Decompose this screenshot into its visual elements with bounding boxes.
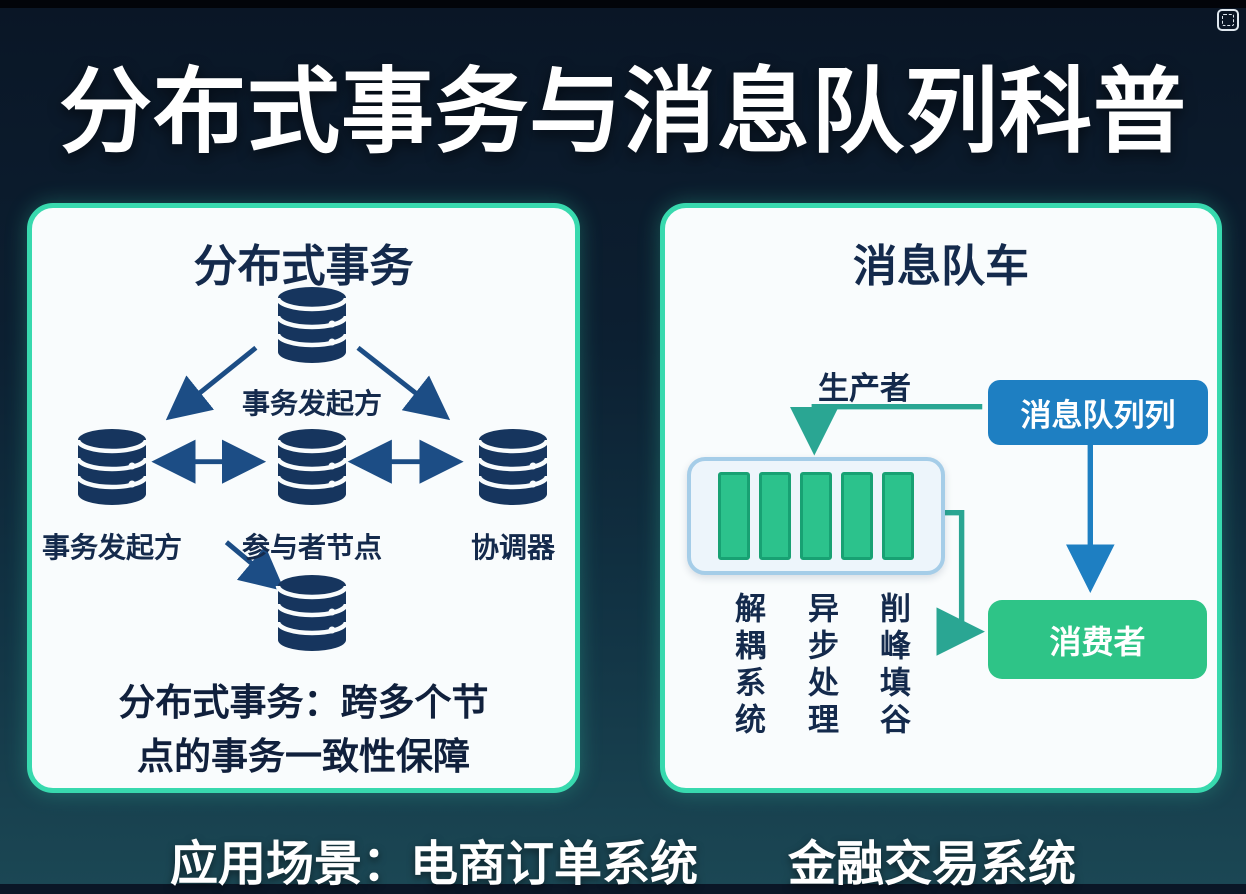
right-panel-title: 消息队车 (853, 242, 1029, 291)
queue-slot (800, 472, 832, 560)
distributed-transaction-panel: 分布式事务 (27, 203, 580, 793)
message-queue-box (687, 457, 945, 575)
scenario-ecommerce: 应用场景：电商订单系统 (169, 838, 698, 891)
application-scenarios: 应用场景：电商订单系统 金融交易系统 (0, 824, 1246, 894)
queue-slot (759, 472, 791, 560)
left-panel-title: 分布式事务 (193, 242, 414, 291)
queue-slot (718, 472, 750, 560)
top-node-label: 事务发起方 (241, 388, 382, 419)
db-node-top (270, 286, 354, 366)
page-title: 分布式事务与消息队列科普 (59, 60, 1187, 164)
feature-async: 异步处理 (803, 592, 838, 740)
consumer-box: 消费者 (988, 600, 1207, 679)
message-queue-label-box: 消息队列列 (988, 380, 1208, 445)
message-queue-panel: 消息队车 生产者 解耦系统 异步处理 削峰填谷 消息队列列 消费者 (660, 203, 1222, 793)
db-node-center (270, 428, 354, 508)
left-node-label: 事务发起方 (41, 532, 182, 563)
database-icon (275, 287, 349, 363)
caption-line-1: 分布式事务：跨多个节 (118, 682, 489, 723)
database-icon (476, 429, 550, 505)
queue-slot (882, 472, 914, 560)
database-icon (275, 429, 349, 505)
caption-line-2: 点的事务一致性保障 (137, 735, 470, 777)
center-node-label: 参与者节点 (241, 532, 382, 563)
database-icon (75, 429, 149, 505)
database-icon (275, 575, 349, 651)
queue-slot (841, 472, 873, 560)
db-node-left (70, 428, 154, 508)
scenario-finance: 金融交易系统 (788, 838, 1077, 891)
arrow-producer-to-queue (789, 403, 983, 456)
left-panel-caption: 分布式事务：跨多个节 点的事务一致性保障 (32, 676, 575, 783)
right-node-label: 协调器 (470, 532, 555, 563)
feature-peak-shaving: 削峰填谷 (875, 592, 910, 740)
feature-decoupling: 解耦系统 (730, 592, 765, 740)
screenshot-icon[interactable] (1217, 9, 1239, 31)
top-edge-strip (0, 0, 1246, 8)
producer-label: 生产者 (818, 371, 911, 406)
db-node-bottom (270, 574, 354, 654)
db-node-right (471, 428, 555, 508)
